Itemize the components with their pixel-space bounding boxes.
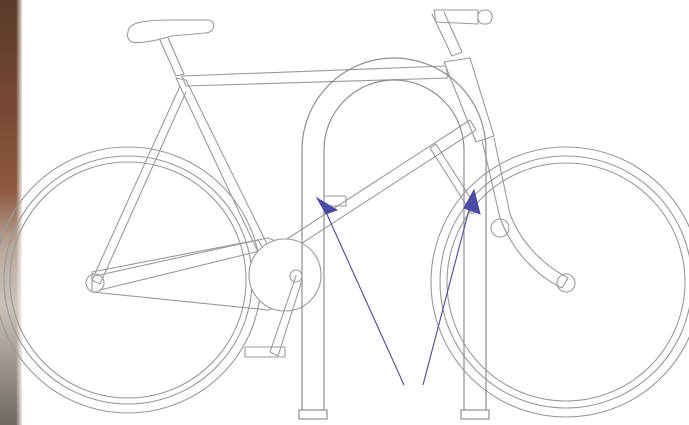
bike-rack [299,58,489,419]
front-wheel [431,147,689,417]
arrow-right [423,206,470,385]
drivetrain [92,238,321,357]
saddle [127,20,213,76]
handlebar [432,10,492,56]
callout-arrows [317,190,480,385]
rear-wheel [0,147,261,413]
bicycle-frame [92,58,568,290]
arrow-left [325,210,404,385]
